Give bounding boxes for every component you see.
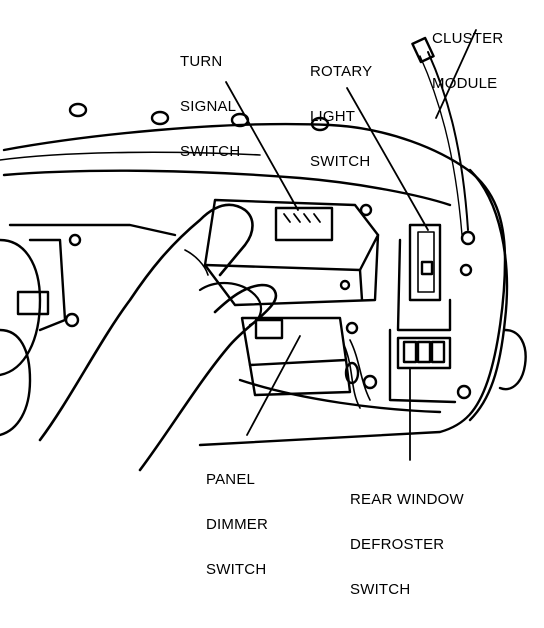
panel-lower-trim [238, 378, 442, 414]
defroster-mount [388, 328, 457, 404]
left-bracket [16, 290, 50, 316]
left-gauge-ring [0, 238, 42, 377]
panel-dimmer-lower [248, 358, 352, 397]
wiring-bundle [349, 339, 371, 401]
rotary-bracket [396, 238, 452, 332]
defroster-screw [362, 374, 378, 390]
left-gauge-ring-2 [0, 328, 32, 437]
dash-contour [0, 151, 261, 161]
hand-fingers [138, 283, 278, 472]
pad-hole [150, 110, 170, 126]
left-panel-box [8, 223, 177, 237]
rotary-light-body [408, 223, 442, 302]
panel-dimmer-body [240, 316, 348, 367]
connector-pins [283, 213, 321, 223]
cluster-housing [468, 168, 509, 422]
dash-lower-edge [2, 169, 452, 207]
center-screw [345, 321, 359, 335]
wiring-bundle [343, 344, 361, 409]
leader-cluster-module [435, 29, 477, 119]
leader-turn-signal [225, 81, 299, 211]
instrument-panel-drawing [0, 29, 527, 472]
leader-rotary-light [346, 87, 429, 231]
turn-signal-body [203, 198, 380, 307]
defroster-button [430, 340, 446, 364]
left-screw [68, 233, 82, 247]
label-cluster-module: CLUSTER MODULE [432, 30, 504, 92]
hand-outline [38, 203, 254, 442]
label-rear-window-defroster-switch: REAR WINDOW DEFROSTER SWITCH [350, 491, 464, 598]
pad-hole [68, 102, 88, 118]
leader-panel-dimmer [246, 335, 301, 436]
defroster-button [402, 340, 418, 364]
cluster-knob [498, 328, 527, 391]
rotary-light-face [417, 231, 435, 293]
defroster-screw [456, 384, 472, 400]
turn-signal-connector [274, 206, 334, 242]
wire-connector [411, 36, 435, 64]
wire-clip [344, 361, 360, 385]
defroster-body [396, 336, 452, 370]
cluster-wire-inner [419, 55, 463, 236]
panel-dimmer-knob [254, 318, 284, 340]
connector-screw [359, 203, 373, 217]
rotary-tab [420, 260, 434, 276]
cluster-wire [427, 51, 469, 231]
hand-knuckle [184, 249, 209, 276]
label-rotary-light-switch: ROTARY LIGHT SWITCH [310, 63, 373, 170]
turn-signal-screw [339, 279, 351, 291]
label-turn-signal-switch: TURN SIGNAL SWITCH [180, 53, 241, 160]
turn-signal-side [358, 268, 364, 302]
defroster-button [416, 340, 432, 364]
rotary-screw-2 [459, 263, 473, 277]
rotary-screw [460, 230, 476, 246]
pad-hole [310, 116, 330, 132]
label-panel-dimmer-switch: PANEL DIMMER SWITCH [206, 471, 269, 578]
diagram-canvas: TURN SIGNAL SWITCH ROTARY LIGHT SWITCH C… [0, 29, 527, 597]
left-screw [64, 312, 80, 328]
left-panel-box-2 [28, 238, 67, 332]
